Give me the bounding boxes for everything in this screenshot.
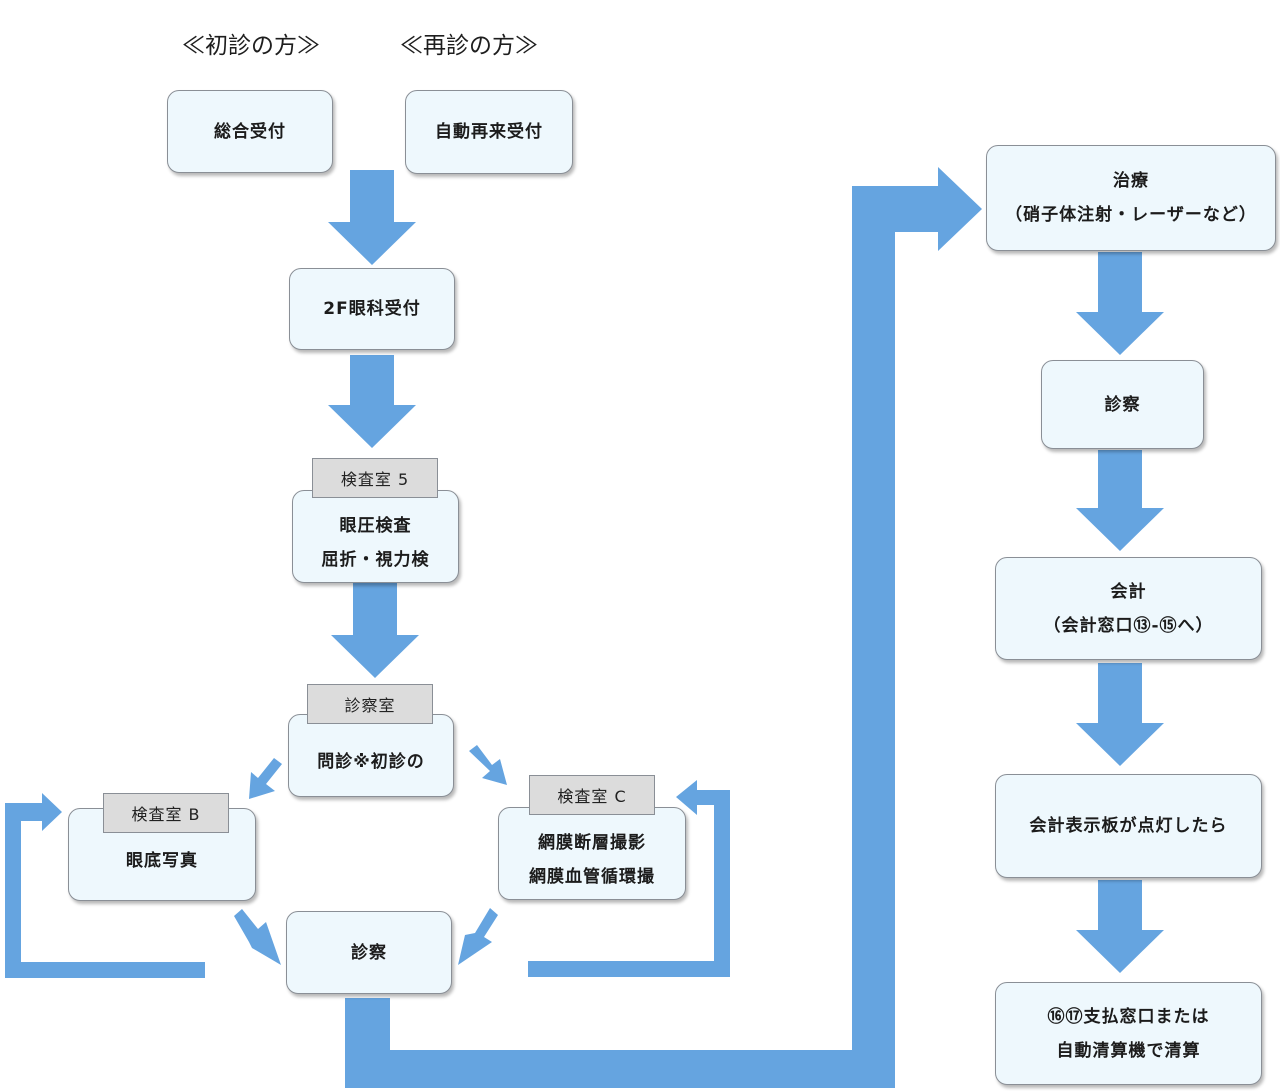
exam-room-5-box: 眼圧検査 屈折・視力検 — [292, 490, 459, 583]
auto-reception-box: 自動再来受付 — [405, 90, 573, 174]
exam-room-b-tab: 検査室 B — [103, 793, 229, 833]
accounting-box: 会計 （会計窓口⑬-⑮へ） — [995, 557, 1262, 660]
consultation-left-box: 診察 — [286, 911, 452, 994]
arrow-to-exam-room-c — [469, 745, 507, 785]
exam-room-b-line1: 眼底写真 — [126, 850, 198, 871]
loop-exam-room-c — [528, 780, 730, 977]
exam-room-c-tab: 検査室 C — [529, 775, 655, 815]
first-visit-heading: ≪初診の方≫ — [182, 33, 320, 59]
exam-room-5-line1: 眼圧検査 — [339, 515, 412, 536]
accounting-line1: 会計 — [1110, 581, 1147, 602]
exam-room-5-tab: 検査室 5 — [312, 458, 438, 498]
arrow-c-to-consultation — [458, 908, 498, 965]
consult-room-box: 問診※初診の — [288, 714, 454, 797]
payment-line1: ⑯⑰支払窓口または — [1047, 1006, 1210, 1027]
consultation-left-label: 診察 — [351, 942, 387, 963]
exam-room-c-line1: 網膜断層撮影 — [538, 832, 646, 853]
exam-room-c-box: 網膜断層撮影 網膜血管循環撮 — [498, 807, 686, 900]
general-reception-label: 総合受付 — [214, 121, 286, 142]
arrow-to-payment — [1076, 880, 1164, 973]
arrow-to-consult-room — [331, 583, 419, 678]
exam-room-c-line2: 網膜血管循環撮 — [529, 866, 655, 887]
consultation-right-label: 診察 — [1104, 394, 1141, 415]
treatment-box: 治療 （硝子体注射・レーザーなど） — [986, 145, 1276, 251]
payment-box: ⑯⑰支払窓口または 自動清算機で清算 — [995, 982, 1262, 1085]
return-visit-heading: ≪再診の方≫ — [400, 33, 538, 59]
general-reception-box: 総合受付 — [167, 90, 333, 173]
accounting-line2: （会計窓口⑬-⑮へ） — [1043, 615, 1214, 636]
treatment-line2: （硝子体注射・レーザーなど） — [1005, 205, 1257, 225]
auto-reception-label: 自動再来受付 — [435, 122, 543, 142]
connector-to-treatment — [345, 167, 982, 1088]
arrow-to-consultation-right — [1076, 252, 1164, 355]
board-box: 会計表示板が点灯したら — [995, 774, 1262, 878]
arrow-to-ophthalmology — [328, 170, 416, 265]
exam-room-5-line2: 屈折・視力検 — [321, 549, 430, 570]
board-label: 会計表示板が点灯したら — [1029, 816, 1228, 836]
consult-room-line1: 問診※初診の — [317, 751, 425, 772]
arrow-b-to-consultation — [234, 909, 281, 965]
loop-exam-room-b — [5, 793, 205, 978]
ophthalmology-reception-box: 2F眼科受付 — [289, 268, 455, 350]
treatment-line1: 治療 — [1113, 171, 1149, 191]
consultation-right-box: 診察 — [1041, 360, 1204, 449]
arrow-to-exam-room-b — [249, 758, 282, 799]
arrow-to-exam-room-5 — [328, 355, 416, 448]
ophthalmology-reception-label: 2F眼科受付 — [323, 299, 421, 319]
payment-line2: 自動清算機で清算 — [1056, 1040, 1201, 1061]
arrow-to-board — [1076, 663, 1164, 766]
arrow-to-accounting — [1076, 450, 1164, 551]
consult-room-tab: 診察室 — [307, 684, 433, 724]
